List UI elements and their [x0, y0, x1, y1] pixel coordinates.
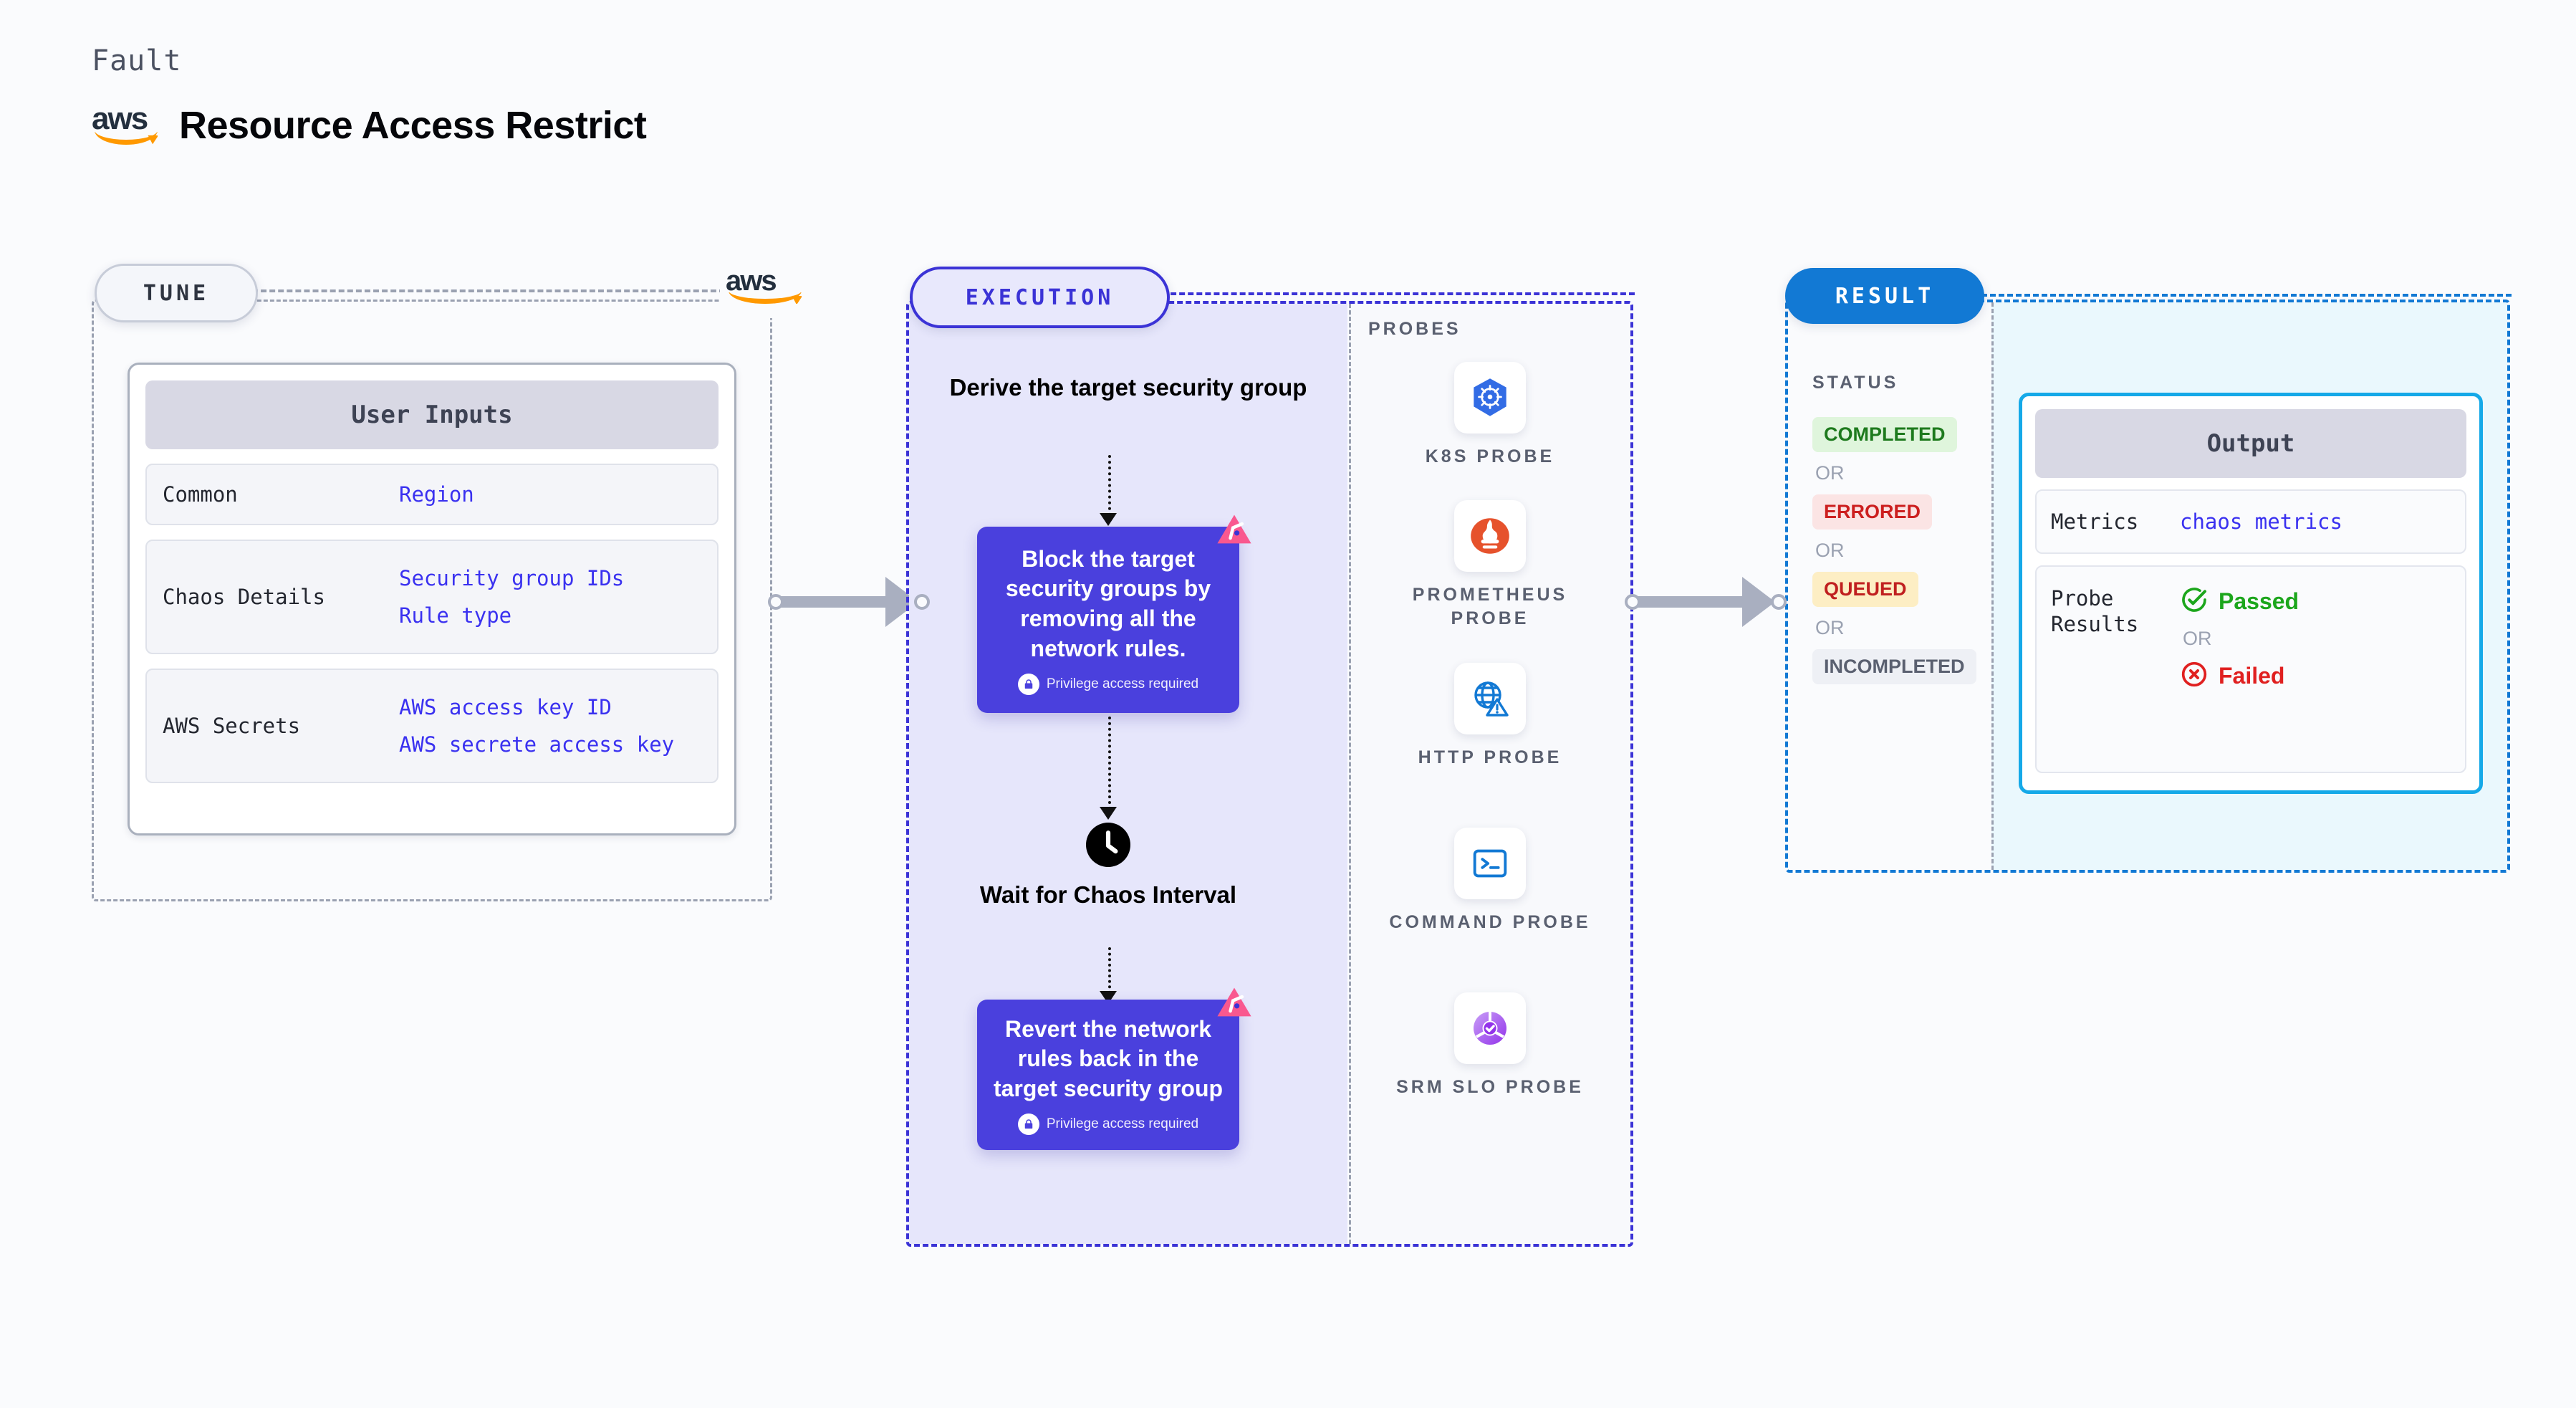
- status-or-label: OR: [1815, 462, 1845, 484]
- input-row-key: AWS Secrets: [163, 714, 301, 738]
- status-or-label: OR: [1815, 540, 1845, 561]
- execution-action-block-card[interactable]: Block the target security groups by remo…: [977, 514, 1251, 713]
- probe-label: COMMAND PROBE: [1389, 912, 1591, 932]
- connector-arrowhead: [1742, 577, 1775, 627]
- probe-label: K8S PROBE: [1425, 446, 1555, 466]
- probe-or-label: OR: [2183, 628, 2212, 649]
- lock-icon: [1017, 1114, 1039, 1136]
- srm-slo-icon: [1454, 992, 1526, 1064]
- privilege-note: Privilege access required: [1017, 1114, 1199, 1136]
- probe-http[interactable]: HTTP PROBE: [1383, 663, 1597, 770]
- output-row-probe-results[interactable]: Probe Results Passed OR: [2035, 565, 2466, 773]
- result-panel: [1785, 300, 2510, 873]
- result-pill-label: RESULT: [1835, 283, 1935, 309]
- privilege-text: Privilege access required: [1046, 676, 1199, 692]
- connector-endpoint: [1771, 594, 1787, 610]
- probes-title: PROBES: [1368, 319, 1461, 339]
- clock-icon: [1086, 823, 1130, 867]
- probe-result-passed: Passed: [2180, 585, 2299, 618]
- result-connector-dash: [1981, 294, 2512, 297]
- fault-kicker: Fault: [92, 44, 182, 77]
- aws-logo: aws: [720, 267, 810, 318]
- page-header: Fault aws Resource Access Restrict: [92, 44, 647, 148]
- input-row-key: Chaos Details: [163, 585, 325, 609]
- input-value[interactable]: AWS secrete access key: [399, 732, 675, 757]
- probe-srm-slo[interactable]: SRM SLO PROBE: [1383, 992, 1597, 1099]
- input-value[interactable]: AWS access key ID: [399, 695, 612, 719]
- probe-result-failed: Failed: [2180, 660, 2299, 692]
- status-badge-errored: ERRORED: [1812, 494, 1933, 530]
- kubernetes-icon: [1454, 362, 1526, 434]
- output-row-key: Metrics: [2051, 509, 2139, 534]
- execution-pill-label: EXECUTION: [965, 284, 1115, 310]
- output-row-metrics[interactable]: Metrics chaos metrics: [2035, 489, 2466, 554]
- probe-passed-label: Passed: [2219, 588, 2299, 614]
- privilege-note: Privilege access required: [1017, 674, 1199, 696]
- aws-logo-text: aws: [726, 265, 777, 297]
- status-or-label: OR: [1815, 617, 1845, 638]
- execution-panel: [906, 301, 1633, 1247]
- execution-action-text: Block the target security groups by remo…: [1005, 545, 1211, 661]
- connector-endpoint: [768, 594, 784, 610]
- page-title: Resource Access Restrict: [179, 104, 647, 147]
- probe-prometheus[interactable]: PROMETHEUS PROBE: [1383, 500, 1597, 630]
- aws-logo-text: aws: [92, 101, 148, 136]
- tune-connector-dash: [252, 289, 725, 292]
- probes-background: [1349, 304, 1630, 1244]
- status-title: STATUS: [1812, 373, 1899, 393]
- output-header: Output: [2035, 409, 2466, 478]
- x-circle-icon: [2180, 660, 2209, 692]
- output-card: Output Metrics chaos metrics Probe Resul…: [2019, 393, 2483, 794]
- status-badge-completed: COMPLETED: [1812, 417, 1957, 452]
- connector-execution-to-result: [1625, 577, 1787, 627]
- prometheus-icon: [1454, 500, 1526, 572]
- user-inputs-card: User Inputs Common Region Chaos Details …: [128, 363, 736, 835]
- input-value[interactable]: Rule type: [399, 603, 512, 628]
- user-inputs-title: User Inputs: [351, 401, 513, 429]
- check-circle-icon: [2180, 585, 2209, 618]
- connector-endpoint: [914, 594, 930, 610]
- tune-pill-label: TUNE: [143, 280, 210, 306]
- execution-step-derive-label: Derive the target security group: [949, 374, 1307, 401]
- input-row-chaos-details[interactable]: Chaos Details Security group IDs Rule ty…: [145, 540, 719, 654]
- input-value[interactable]: Region: [399, 482, 474, 507]
- result-divider: [1991, 302, 1994, 870]
- input-row-aws-secrets[interactable]: AWS Secrets AWS access key ID AWS secret…: [145, 669, 719, 783]
- probe-failed-label: Failed: [2219, 663, 2285, 689]
- user-inputs-header: User Inputs: [145, 380, 719, 449]
- execution-wait-label: Wait for Chaos Interval: [979, 881, 1237, 908]
- input-row-common[interactable]: Common Region: [145, 464, 719, 525]
- terminal-icon: [1454, 828, 1526, 899]
- probe-label: HTTP PROBE: [1418, 747, 1562, 767]
- litmus-logo: [1217, 514, 1251, 544]
- probe-command[interactable]: COMMAND PROBE: [1383, 828, 1597, 934]
- execution-action-revert-card[interactable]: Revert the network rules back in the tar…: [977, 987, 1251, 1150]
- connector-endpoint: [1625, 594, 1640, 610]
- status-list: COMPLETED OR ERRORED OR QUEUED OR INCOMP…: [1812, 417, 1977, 684]
- input-value[interactable]: Security group IDs: [399, 566, 625, 590]
- execution-connector-dash: [1162, 292, 1635, 295]
- probe-k8s[interactable]: K8S PROBE: [1383, 362, 1597, 469]
- output-metrics-value[interactable]: chaos metrics: [2180, 509, 2342, 534]
- aws-logo: aws: [92, 103, 160, 148]
- result-pill[interactable]: RESULT: [1785, 268, 1984, 324]
- execution-pill[interactable]: EXECUTION: [910, 267, 1170, 328]
- input-row-key: Common: [163, 482, 238, 507]
- status-badge-incompleted: INCOMPLETED: [1812, 649, 1976, 684]
- privilege-text: Privilege access required: [1046, 1116, 1199, 1132]
- output-row-key: Probe Results: [2051, 586, 2139, 637]
- probe-label: PROMETHEUS PROBE: [1412, 585, 1568, 628]
- status-badge-queued: QUEUED: [1812, 572, 1918, 607]
- output-title: Output: [2206, 429, 2295, 458]
- lock-icon: [1017, 674, 1039, 696]
- execution-action-text: Revert the network rules back in the tar…: [993, 1015, 1224, 1101]
- litmus-logo: [1217, 987, 1251, 1017]
- http-globe-icon: [1454, 663, 1526, 734]
- probe-label: SRM SLO PROBE: [1396, 1077, 1584, 1097]
- tune-pill[interactable]: TUNE: [95, 264, 258, 322]
